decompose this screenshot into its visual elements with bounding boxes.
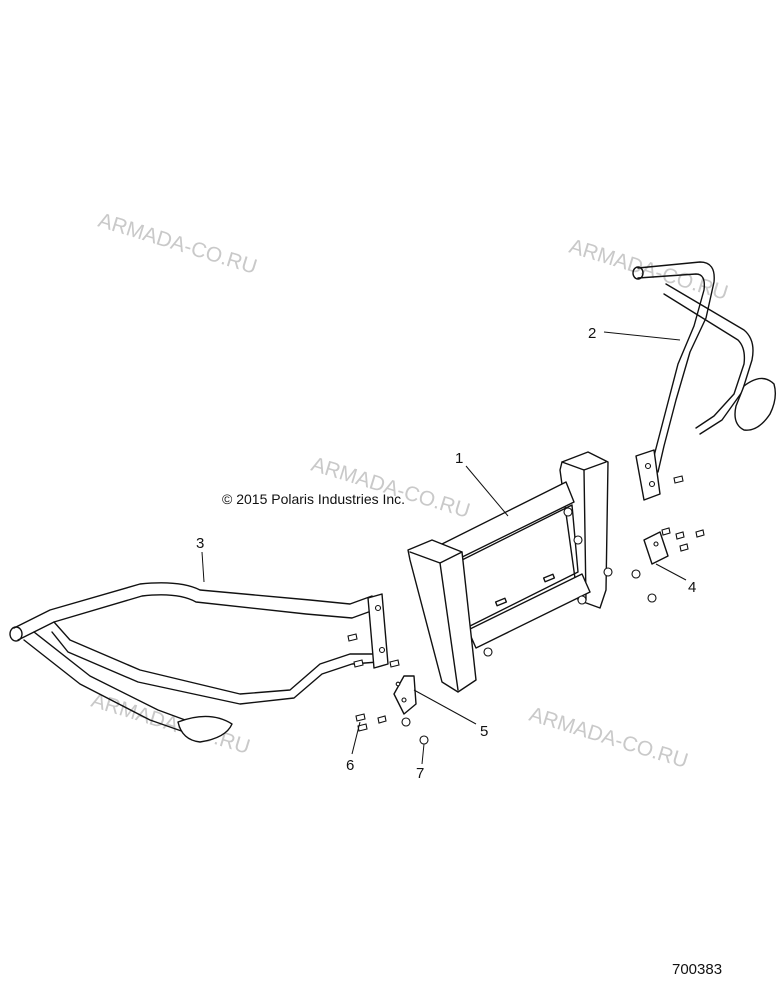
callout-7: 7 xyxy=(416,765,424,782)
part-3-left-tube xyxy=(9,582,400,743)
watermark-1: ARMADA-CO.RU xyxy=(96,209,260,279)
callout-1: 1 xyxy=(455,450,463,467)
callout-6: 6 xyxy=(346,757,354,774)
callout-5: 5 xyxy=(480,723,488,740)
part-7-nuts xyxy=(401,717,429,745)
watermark-2: ARMADA-CO.RU xyxy=(567,235,731,305)
callout-3: 3 xyxy=(196,535,204,552)
watermark-3: ARMADA-CO.RU xyxy=(309,453,473,523)
part-6-bolts xyxy=(355,713,387,732)
callout-2: 2 xyxy=(588,325,596,342)
part-4-right-bracket xyxy=(631,527,705,603)
copyright-notice: © 2015 Polaris Industries Inc. xyxy=(222,491,405,507)
watermark-5: ARMADA-CO.RU xyxy=(527,703,691,773)
drawing-number: 700383 xyxy=(672,961,722,978)
leader-lines xyxy=(201,331,687,765)
part-1-bumper-frame xyxy=(407,451,613,693)
callout-4: 4 xyxy=(688,579,696,596)
callouts: 1 2 3 4 5 6 7 xyxy=(196,325,696,782)
part-5-left-bracket xyxy=(393,675,417,715)
part-2-right-tube xyxy=(632,261,777,501)
